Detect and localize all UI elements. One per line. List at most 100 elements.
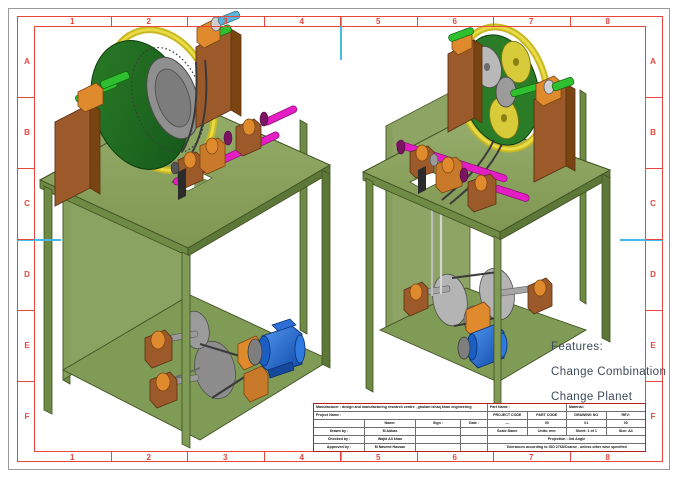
rev-label: REV: <box>621 412 630 417</box>
checked-by-date <box>461 436 487 443</box>
approved-by-sign <box>416 444 461 451</box>
scale-value: Scale:Same <box>488 428 528 435</box>
centre-mark-top <box>340 16 342 60</box>
zone-label-bottom-1: 1 <box>70 453 75 462</box>
zone-label-top-7: 7 <box>529 17 534 26</box>
zone-tick-right-3 <box>646 239 663 240</box>
zone-tick-left-2 <box>17 168 34 169</box>
zone-label-top-2: 2 <box>146 17 151 26</box>
zone-tick-top-1 <box>110 16 112 26</box>
zone-label-bottom-8: 8 <box>605 453 610 462</box>
zone-tick-top-2 <box>187 16 188 26</box>
feature-item-1: Change Combination <box>551 366 667 378</box>
zone-label-right-B: B <box>650 127 656 137</box>
approved-by-date <box>461 444 487 451</box>
zone-tick-top-7 <box>569 16 571 26</box>
checked-by-label: Checked by : <box>314 436 365 443</box>
zone-label-right-E: E <box>650 340 656 350</box>
zone-label-left-F: F <box>24 411 30 421</box>
column-header-row: Name: Sign : Date : <box>314 420 487 428</box>
zone-tick-left-3 <box>17 239 34 240</box>
zone-label-right-F: F <box>650 411 656 421</box>
zone-label-bottom-5: 5 <box>376 453 381 462</box>
project-name-row: Project Name : <box>314 412 487 420</box>
zone-tick-right-4 <box>646 310 663 311</box>
zone-label-bottom-6: 6 <box>452 453 457 462</box>
zone-label-left-C: C <box>24 198 30 208</box>
rev-value: 00 <box>623 420 628 425</box>
zone-label-top-8: 8 <box>605 17 610 26</box>
zone-label-top-4: 4 <box>299 17 304 26</box>
checked-by-name: Wajid Ali khan <box>365 436 416 443</box>
zone-label-top-6: 6 <box>452 17 457 26</box>
zone-label-left-E: E <box>24 340 30 350</box>
approved-by-name: M Naveed Hassan <box>365 444 416 451</box>
zone-tick-left-4 <box>17 310 34 311</box>
title-block-left: Manufacturer : design and manufacturing … <box>314 404 488 451</box>
zone-label-top-1: 1 <box>70 17 75 26</box>
zone-tick-left-5 <box>17 381 34 382</box>
zone-tick-left-1 <box>17 97 34 98</box>
zone-tick-bottom-7 <box>569 452 571 462</box>
zone-label-left-A: A <box>24 56 30 66</box>
zone-tick-right-1 <box>646 97 663 98</box>
checked-by-sign <box>416 436 461 443</box>
zone-label-left-D: D <box>24 269 30 279</box>
zone-tick-right-5 <box>646 381 663 382</box>
drawing-no-label: DRAWING NO <box>567 412 607 419</box>
part-material-row: Part Name : Material: <box>488 404 645 412</box>
approved-by-label: Approved by : <box>314 444 365 451</box>
approved-by-row: Approved by : M Naveed Hassan <box>314 444 487 451</box>
code-header-row: PROJECT CODE PART CODE DRAWING NO REV: <box>488 412 645 420</box>
project-name-label: Project Name : <box>316 412 342 417</box>
name-column-header: Name: <box>365 420 416 427</box>
tolerances-value: Tolerances according to ISO 2768/Coarse … <box>506 444 627 449</box>
zone-label-right-A: A <box>650 56 656 66</box>
zone-label-right-D: D <box>650 269 656 279</box>
page-border <box>8 8 670 470</box>
material-label: Material: <box>569 404 584 409</box>
spacer-cell <box>314 420 365 427</box>
zone-label-left-B: B <box>24 127 30 137</box>
project-code-label: PROJECT CODE <box>488 412 528 419</box>
centre-mark-left <box>17 239 61 241</box>
date-column-header: Date : <box>469 420 479 425</box>
features-heading: Features: <box>551 341 604 353</box>
zone-tick-bottom-6 <box>493 452 494 462</box>
checked-by-row: Checked by : Wajid Ali khan <box>314 436 487 444</box>
zone-tick-bottom-2 <box>187 452 188 462</box>
drawn-by-date <box>461 428 487 435</box>
part-code-value: 00 <box>528 420 567 427</box>
zone-label-bottom-4: 4 <box>299 453 304 462</box>
zone-tick-bottom-3 <box>263 452 265 462</box>
zone-tick-bottom-5 <box>416 452 418 462</box>
size-value: Size: A4 <box>618 428 633 433</box>
title-block-right: Part Name : Material: PROJECT CODE PART … <box>488 404 645 451</box>
part-code-label: PART CODE <box>528 412 567 419</box>
feature-item-2: Change Planet <box>551 391 633 403</box>
zone-label-top-5: 5 <box>376 17 381 26</box>
drawing-no-value: 01 <box>567 420 607 427</box>
zone-tick-bottom-1 <box>110 452 112 462</box>
code-value-row: — 00 01 00 <box>488 420 645 428</box>
tolerances-row: Tolerances according to ISO 2768/Coarse … <box>488 444 645 451</box>
zone-label-bottom-7: 7 <box>529 453 534 462</box>
projection-value: Projection : 3rd Angle <box>547 436 586 441</box>
sheet-value: Sheet: 1 of 1 <box>567 428 607 435</box>
drawing-frame-inner <box>34 26 646 452</box>
title-block: Manufacturer : design and manufacturing … <box>313 403 646 452</box>
project-code-value: — <box>488 420 528 427</box>
zone-tick-top-5 <box>416 16 418 26</box>
manufacturer-label: Manufacturer : design and manufacturing … <box>316 404 472 409</box>
zone-tick-top-3 <box>263 16 265 26</box>
zone-tick-top-6 <box>493 16 494 26</box>
units-value: Units: mm <box>528 428 567 435</box>
drawn-by-row: Drawn by : M Abbas <box>314 428 487 436</box>
zone-tick-bottom-4 <box>340 452 341 462</box>
zone-label-bottom-2: 2 <box>146 453 151 462</box>
zone-tick-top-4 <box>340 16 341 26</box>
zone-label-bottom-3: 3 <box>223 453 228 462</box>
drawn-by-sign <box>416 428 461 435</box>
drawn-by-name: M Abbas <box>365 428 416 435</box>
zone-tick-right-2 <box>646 168 663 169</box>
